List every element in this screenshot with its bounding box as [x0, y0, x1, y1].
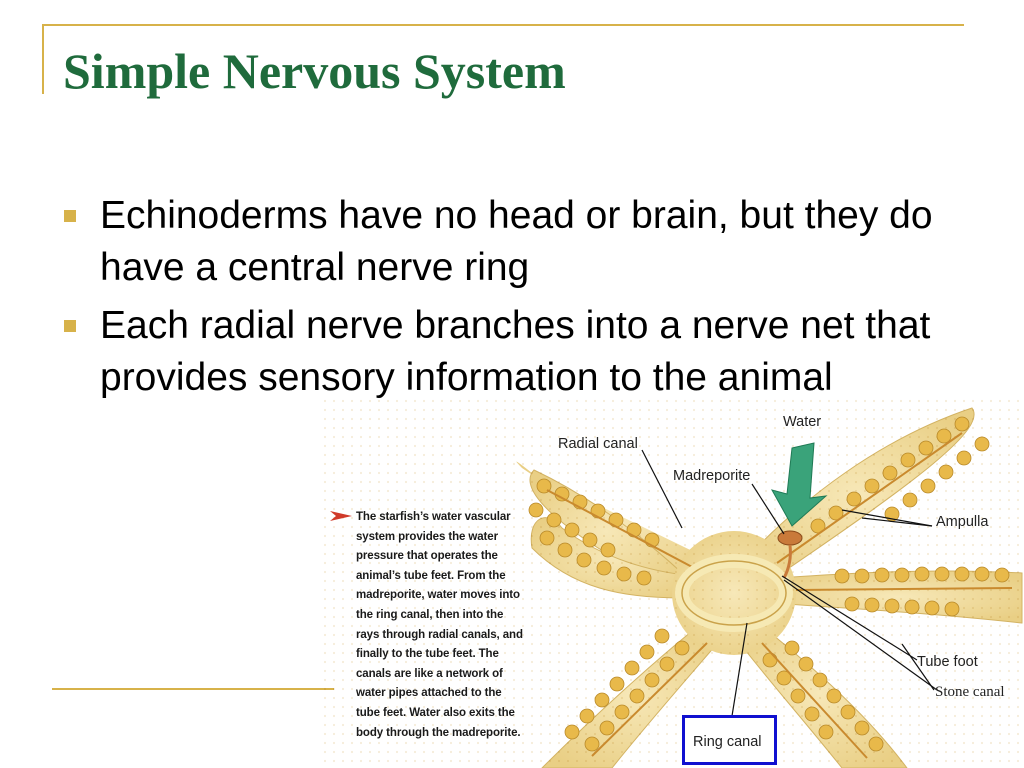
- caption-pointer-icon: [330, 511, 352, 521]
- slide-frame-left-line: [42, 24, 44, 94]
- ring-canal-label: Ring canal: [693, 734, 762, 750]
- stone-canal-label: Stone canal: [935, 684, 1005, 700]
- tube-foot-label: Tube foot: [917, 654, 978, 670]
- bullet-text: Each radial nerve branches into a nerve …: [100, 304, 931, 399]
- water-arrow-icon: [770, 442, 828, 527]
- slide-frame-bottom-line: [52, 688, 334, 690]
- bullet-list: Echinoderms have no head or brain, but t…: [62, 190, 982, 410]
- ring-canal-highlight-box: Ring canal: [682, 715, 777, 765]
- tube-feet: [528, 416, 1010, 752]
- madreporite-label: Madreporite: [673, 468, 751, 484]
- bullet-text: Echinoderms have no head or brain, but t…: [100, 194, 933, 289]
- radial-canal-label: Radial canal: [558, 436, 638, 452]
- starfish-illustration: [322, 398, 1024, 768]
- slide-frame-top-line: [42, 24, 964, 26]
- slide-title: Simple Nervous System: [63, 43, 566, 99]
- square-bullet-icon: [64, 210, 76, 222]
- starfish-figure: Water Radial canal Madreporite Ampulla T…: [322, 398, 1024, 768]
- water-label: Water: [783, 414, 822, 430]
- label-leader-lines: [641, 449, 938, 717]
- radial-canals: [546, 432, 1013, 759]
- ampulla-label: Ampulla: [936, 514, 989, 530]
- figure-caption: The starfish’s water vascular system pro…: [356, 511, 523, 739]
- stone-canal: [782, 544, 792, 579]
- madreporite: [777, 530, 803, 546]
- bullet-item: Echinoderms have no head or brain, but t…: [62, 190, 982, 294]
- square-bullet-icon: [64, 320, 76, 332]
- bullet-item: Each radial nerve branches into a nerve …: [62, 300, 982, 404]
